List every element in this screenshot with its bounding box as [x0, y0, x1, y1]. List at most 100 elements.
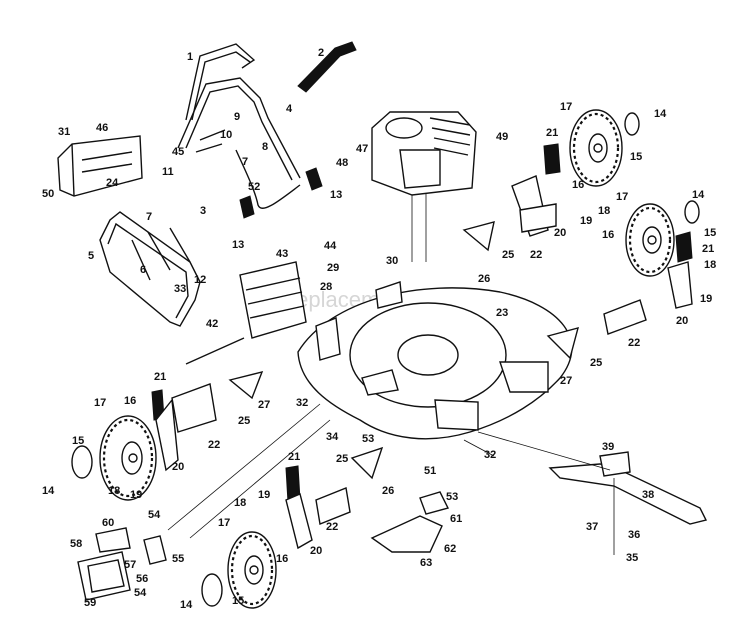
part-number-49: 49	[496, 131, 508, 143]
handle-lower-frame	[99, 211, 201, 327]
part-number-24: 24	[106, 177, 119, 189]
mower-deck	[297, 287, 573, 440]
part-number-20: 20	[310, 545, 322, 557]
part-number-18: 18	[598, 205, 610, 217]
part-number-14: 14	[692, 189, 705, 201]
part-number-16: 16	[602, 229, 614, 241]
part-number-2: 2	[318, 47, 324, 59]
part-number-54: 54	[148, 509, 161, 521]
part-number-15: 15	[704, 227, 716, 239]
part-number-1: 1	[187, 51, 193, 63]
part-number-32: 32	[484, 449, 496, 461]
part-number-19: 19	[580, 215, 592, 227]
part-number-19: 19	[700, 293, 712, 305]
part-number-17: 17	[218, 517, 230, 529]
part-number-62: 62	[444, 543, 456, 555]
part-number-18: 18	[234, 497, 246, 509]
part-number-6: 6	[140, 264, 146, 276]
part-number-53: 53	[446, 491, 458, 503]
part-number-19: 19	[258, 489, 270, 501]
leader-line-a	[167, 403, 321, 531]
hubcap-top-right	[624, 112, 640, 136]
part-number-9: 9	[234, 111, 240, 123]
leader-line-b	[189, 419, 331, 539]
part-number-46: 46	[96, 122, 108, 134]
bail-grip	[297, 41, 357, 93]
axle-tube-left	[171, 383, 217, 433]
part-number-45: 45	[172, 146, 184, 158]
part-number-15: 15	[630, 151, 642, 163]
axle-tube-front	[315, 487, 351, 525]
part-number-7: 7	[146, 211, 152, 223]
deck-bracket-front	[350, 446, 384, 480]
part-number-53: 53	[362, 433, 374, 445]
axle-tube-right	[603, 299, 647, 335]
part-number-54: 54	[134, 587, 147, 599]
control-bracket-upper	[305, 167, 323, 191]
part-number-17: 17	[560, 101, 572, 113]
wheel-bracket-right	[667, 261, 693, 309]
wheel-bracket-front	[285, 493, 313, 550]
part-number-59: 59	[84, 597, 96, 609]
wheel-rear-left	[99, 415, 157, 501]
part-number-22: 22	[628, 337, 640, 349]
part-number-5: 5	[88, 250, 94, 262]
part-number-42: 42	[206, 318, 218, 330]
part-number-47: 47	[356, 143, 368, 155]
part-number-20: 20	[172, 461, 184, 473]
part-number-21: 21	[288, 451, 300, 463]
axle-rod	[185, 337, 245, 365]
blade-adapter	[599, 451, 631, 477]
part-number-14: 14	[654, 108, 667, 120]
part-number-7: 7	[242, 156, 248, 168]
part-number-15: 15	[72, 435, 84, 447]
height-lever-right	[675, 231, 693, 263]
part-number-14: 14	[42, 485, 55, 497]
part-number-16: 16	[276, 553, 288, 565]
part-number-23: 23	[496, 307, 508, 319]
part-number-20: 20	[676, 315, 688, 327]
label-panel-inner	[87, 559, 125, 593]
handle-upper	[185, 43, 256, 121]
wheel-rear-right-upper	[569, 109, 623, 187]
engine	[371, 111, 477, 262]
part-number-56: 56	[136, 573, 148, 585]
handle-middle	[177, 77, 301, 181]
part-number-30: 30	[386, 255, 398, 267]
part-number-8: 8	[262, 141, 268, 153]
part-number-4: 4	[286, 103, 293, 115]
wheel-front-right	[625, 203, 675, 277]
part-number-48: 48	[336, 157, 348, 169]
part-number-26: 26	[478, 273, 490, 285]
part-number-37: 37	[586, 521, 598, 533]
part-number-3: 3	[200, 205, 206, 217]
part-number-34: 34	[326, 431, 339, 443]
part-number-17: 17	[94, 397, 106, 409]
part-number-28: 28	[320, 281, 332, 293]
deck-bracket-top	[462, 221, 495, 252]
part-number-17: 17	[616, 191, 628, 203]
part-number-50: 50	[42, 188, 54, 200]
part-number-20: 20	[554, 227, 566, 239]
grass-bag-top	[57, 135, 143, 197]
part-number-10: 10	[220, 129, 232, 141]
part-number-35: 35	[626, 552, 638, 564]
part-number-21: 21	[702, 243, 714, 255]
part-number-29: 29	[327, 262, 339, 274]
part-number-25: 25	[590, 357, 602, 369]
part-number-25: 25	[336, 453, 348, 465]
part-number-22: 22	[530, 249, 542, 261]
part-number-27: 27	[258, 399, 270, 411]
part-number-33: 33	[174, 283, 186, 295]
hubcap-right	[684, 200, 700, 224]
part-number-11: 11	[162, 166, 174, 178]
part-number-26: 26	[382, 485, 394, 497]
part-number-43: 43	[276, 248, 288, 260]
deck-plate	[375, 281, 403, 309]
leader-line-d	[463, 439, 495, 457]
chute-deflector	[239, 261, 307, 339]
part-number-22: 22	[326, 521, 338, 533]
